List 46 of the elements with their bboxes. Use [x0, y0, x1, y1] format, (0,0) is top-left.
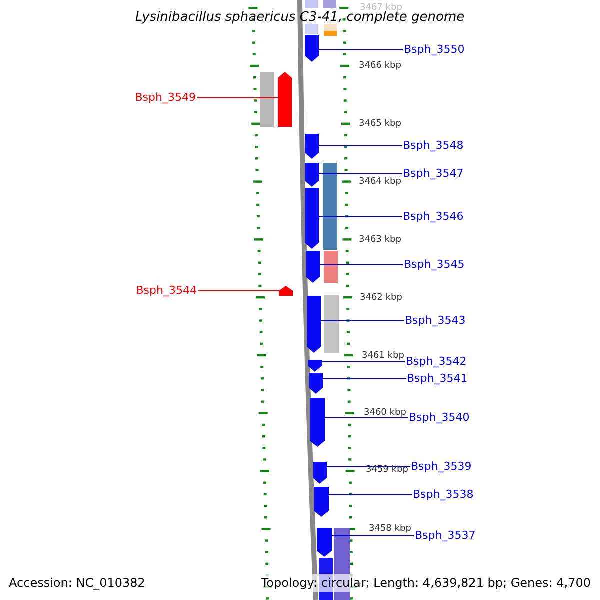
- gene-label: Bsph_3544: [136, 283, 197, 299]
- gene-feature: [314, 487, 329, 517]
- gene-feature: [310, 398, 325, 447]
- gene-feature: [279, 286, 293, 296]
- gene-label: Bsph_3542: [406, 354, 467, 370]
- leader-line: [326, 466, 410, 468]
- chart-title: Lysinibacillus sphaericus C3-41, complete genome: [134, 10, 466, 27]
- leader-line: [322, 378, 406, 380]
- scale-label: 3465 kbp: [359, 118, 402, 130]
- scale-label: 3464 kbp: [359, 176, 402, 188]
- leader-line: [320, 264, 404, 266]
- scale-label: 3462 kbp: [360, 292, 402, 304]
- scale-label: 3463 kbp: [359, 234, 402, 246]
- gene-feature: [305, 35, 319, 62]
- gene-feature: [317, 528, 332, 557]
- gene-feature: [306, 251, 320, 283]
- gene-label: Bsph_3537: [415, 528, 476, 544]
- gene-label: Bsph_3549: [135, 90, 196, 106]
- leader-line: [198, 290, 280, 292]
- scale-label: 3460 kbp: [364, 407, 406, 419]
- scale-label: 3459 kbp: [366, 464, 408, 476]
- gene-label: Bsph_3546: [403, 209, 464, 225]
- gene-label: Bsph_3538: [413, 487, 474, 503]
- gene-feature: [278, 72, 292, 127]
- footer-text: Topology: circular; Length: 4,639,821 bp; Genes: 4,700: [261, 574, 591, 592]
- gene-label: Bsph_3540: [409, 410, 470, 426]
- gene-feature: [323, 163, 337, 250]
- leader-line: [320, 320, 404, 322]
- scale-label: 3461 kbp: [362, 350, 404, 362]
- gene-feature: [305, 163, 319, 187]
- gene-label: Bsph_3545: [404, 257, 465, 273]
- gene-label: Bsph_3550: [404, 42, 465, 58]
- gene-feature: [305, 134, 319, 159]
- scale-label: 3458 kbp: [369, 523, 412, 535]
- gene-feature: [313, 462, 327, 484]
- gene-feature: [307, 296, 321, 353]
- gene-label: Bsph_3539: [411, 459, 472, 475]
- gene-feature: [308, 360, 322, 372]
- gene-label: Bsph_3547: [403, 166, 464, 182]
- gene-feature: [309, 373, 323, 394]
- leader-line: [318, 216, 402, 218]
- leader-line: [328, 494, 412, 496]
- scale-label: 3466 kbp: [359, 60, 402, 72]
- gene-label: Bsph_3543: [405, 313, 466, 329]
- gene-label: Bsph_3548: [403, 138, 464, 154]
- gene-label: Bsph_3541: [407, 371, 468, 387]
